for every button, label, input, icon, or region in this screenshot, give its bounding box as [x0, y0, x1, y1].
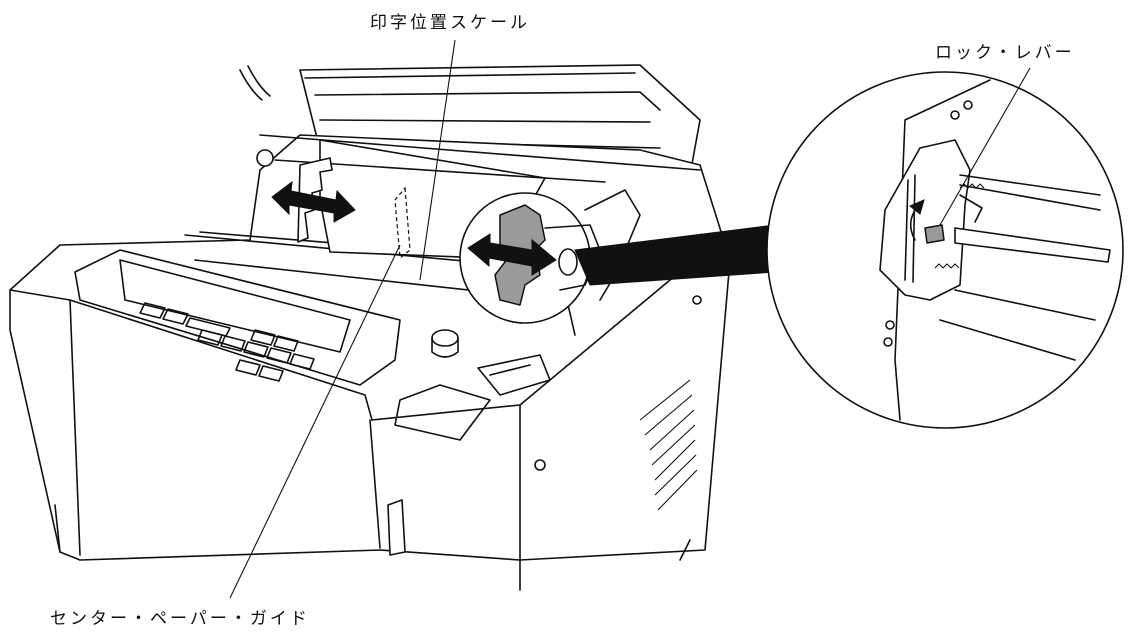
leader-lock-lever [939, 67, 1031, 226]
leader-center-paper-guide [229, 244, 401, 599]
label-center-paper-guide: センター・ペーパー・ガイド [50, 609, 310, 629]
label-lock-lever: ロック・レバー [935, 43, 1075, 63]
double-arrow-icon [271, 180, 356, 223]
double-arrow-icon [467, 233, 557, 276]
left-tractor [297, 157, 333, 243]
label-print-position-scale: 印字位置スケール [370, 13, 530, 33]
leader-print-position-scale [419, 39, 456, 281]
curved-arrow-icon [909, 199, 925, 241]
lock-lever-zoom [766, 71, 1124, 429]
printer-body [9, 134, 731, 591]
